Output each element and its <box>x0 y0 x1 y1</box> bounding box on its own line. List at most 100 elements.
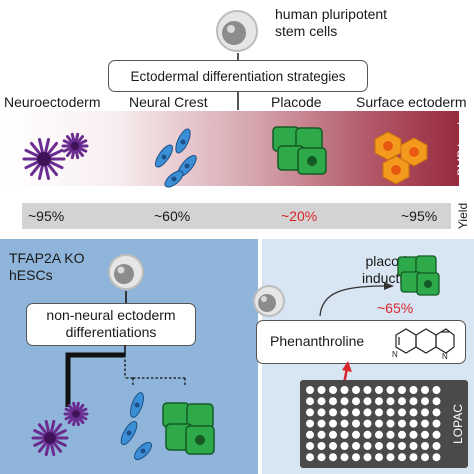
lineage-placode: Placode <box>271 94 322 110</box>
plate-well <box>398 430 406 439</box>
induction-arrow <box>319 282 394 317</box>
plate-well <box>421 442 429 450</box>
plate-well <box>398 408 406 417</box>
ko-neural-crest-cells-icon <box>120 392 153 461</box>
plate-well <box>352 397 360 406</box>
phenanthroline-structure-icon: N N <box>392 328 455 360</box>
plate-well <box>398 386 406 394</box>
plate-well <box>329 430 337 439</box>
plate-well <box>421 430 429 439</box>
plate-well <box>398 442 406 450</box>
lineage-surface-ectoderm: Surface ectoderm <box>356 94 467 110</box>
connector-line <box>237 53 239 61</box>
induced-placode-cells-icon <box>397 255 440 296</box>
ko-stem-cell-icon <box>108 254 144 290</box>
plate-well <box>306 408 314 417</box>
plate-well <box>398 453 406 462</box>
plate-well <box>409 408 418 417</box>
rosette-center <box>72 410 80 418</box>
plate-well <box>421 419 429 428</box>
plate-well <box>317 430 326 439</box>
plate-well <box>340 397 349 406</box>
plate-well <box>329 442 337 450</box>
tfap2a-label-line1: TFAP2A KO <box>9 250 85 266</box>
plate-well <box>352 430 360 439</box>
bmp-label-text: BMP level <box>455 122 469 176</box>
svg-text:N: N <box>392 350 398 359</box>
plate-well <box>409 442 418 450</box>
connector-line <box>237 92 239 110</box>
plate-well <box>386 386 395 394</box>
non-neural-box: non-neural ectoderm differentiations <box>26 303 196 346</box>
plate-well <box>375 397 383 406</box>
plate-well <box>340 419 349 428</box>
neural-crest-cells-icon <box>154 128 197 188</box>
plate-well <box>340 430 349 439</box>
plate-well <box>432 397 441 406</box>
plate-well <box>421 453 429 462</box>
plate-well <box>317 453 326 462</box>
plate-well <box>317 386 326 394</box>
plate-well <box>352 453 360 462</box>
plate-well <box>432 442 441 450</box>
stem-cell-label-line2: stem cells <box>275 23 338 39</box>
plate-well <box>409 397 418 406</box>
yield-placode: ~20% <box>281 208 318 224</box>
strategies-box: Ectodermal differentiation strategies <box>108 60 368 92</box>
placode-cells-icon <box>272 126 327 175</box>
plate-well <box>363 442 372 450</box>
plate-well <box>352 419 360 428</box>
plate-well <box>398 419 406 428</box>
tfap2a-label: TFAP2A KO hESCs <box>9 250 84 284</box>
plate-well <box>432 408 441 417</box>
plate-well <box>409 453 418 462</box>
small-stem-cell-icon <box>253 285 285 317</box>
lineage-neural-crest: Neural Crest <box>129 94 208 110</box>
phenanthroline-label: Phenanthroline <box>270 333 365 349</box>
plate-well <box>432 386 441 394</box>
plate-well <box>386 453 395 462</box>
non-neural-box-line1: non-neural ectoderm <box>46 307 176 323</box>
plate-well <box>352 442 360 450</box>
lopac-label-text: LOPAC <box>451 404 465 444</box>
plate-well <box>363 408 372 417</box>
yield-surface-ectoderm: ~95% <box>401 208 438 224</box>
plate-well <box>329 386 337 394</box>
plate-well <box>329 397 337 406</box>
yield-neural-crest: ~60% <box>154 208 191 224</box>
lineage-tree <box>65 345 186 407</box>
plate-well <box>317 397 326 406</box>
yield-label: Yield <box>456 203 470 229</box>
plate-well <box>432 419 441 428</box>
plate-well <box>409 419 418 428</box>
plate-well <box>421 386 429 394</box>
plate-well <box>386 442 395 450</box>
plate-well <box>363 386 372 394</box>
plate-well <box>306 453 314 462</box>
plate-well <box>432 430 441 439</box>
plate-well <box>386 397 395 406</box>
bmp-label: BMP level <box>455 122 469 176</box>
plate-well <box>340 386 349 394</box>
plate-well <box>375 453 383 462</box>
lineage-neuroectoderm: Neuroectoderm <box>4 94 101 110</box>
phenanthroline-box <box>256 320 466 364</box>
plate-wells <box>306 386 441 462</box>
ko-neuroectoderm-cells-icon <box>31 401 89 457</box>
plate-well <box>386 408 395 417</box>
plate-well <box>340 442 349 450</box>
plate-well <box>306 386 314 394</box>
tfap2a-label-line2: hESCs <box>9 267 53 283</box>
non-neural-box-line2: differentiations <box>65 324 157 340</box>
plate-well <box>352 386 360 394</box>
plate-well <box>386 419 395 428</box>
plate-well <box>340 408 349 417</box>
plate-well <box>409 430 418 439</box>
plate-well <box>363 397 372 406</box>
plate-well <box>375 419 383 428</box>
plate-well <box>329 453 337 462</box>
connector-line <box>125 291 127 303</box>
plate-well <box>329 408 337 417</box>
lopac-label: LOPAC <box>451 404 465 444</box>
svg-text:N: N <box>442 352 448 360</box>
